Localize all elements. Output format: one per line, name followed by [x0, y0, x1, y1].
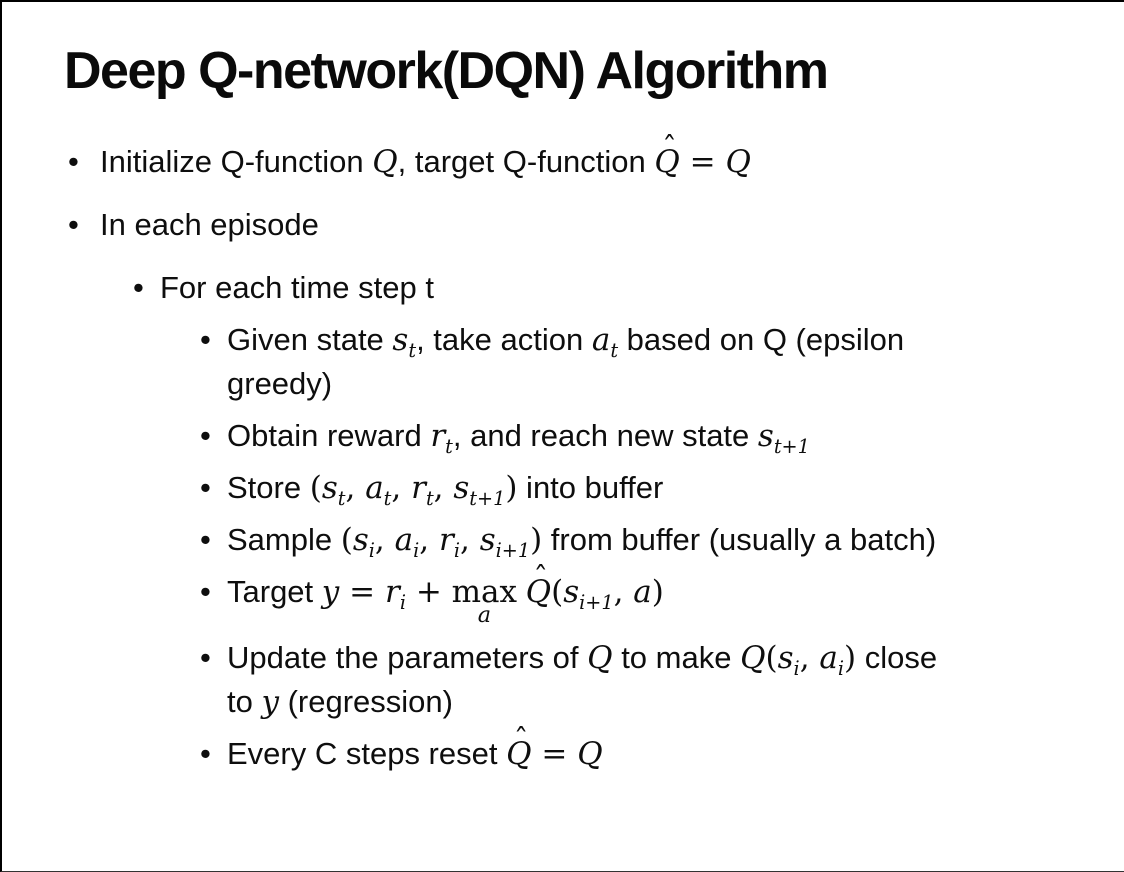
bullet-item: • Initialize Q-function Q, target Q-funct… [2, 131, 1088, 184]
bullet-item: • Store (st, at, rt, st+1) into buffer [2, 466, 1088, 510]
bullet-marker: • [68, 143, 79, 179]
bullet-item: • For each time step t [2, 266, 1088, 310]
bullet-text: Obtain reward rt, and reach new state st… [227, 417, 810, 458]
bullet-item: • Given state st, take action at based on… [2, 318, 1088, 406]
bullet-list: • Initialize Q-function Q, target Q-funct… [2, 131, 1124, 776]
bullet-text: In each episode [100, 206, 319, 242]
bullet-marker: • [200, 321, 211, 357]
bullet-marker: • [200, 469, 211, 505]
bullet-text: Update the parameters of Q to make Q(si,… [227, 639, 938, 720]
slide-title: Deep Q-network(DQN) Algorithm [64, 42, 829, 100]
bullet-item: • Update the parameters of Q to make Q(si… [2, 636, 1088, 724]
bullet-text: Given state st, take action at based on … [227, 321, 905, 401]
bullet-marker: • [200, 573, 211, 609]
bullet-marker: • [200, 417, 211, 453]
bullet-item: • In each episode [2, 203, 1088, 247]
bullet-marker: • [200, 735, 211, 771]
bullet-marker: • [200, 639, 211, 675]
bullet-item: • Sample (si, ai, ri, si+1) from buffer (… [2, 518, 1088, 562]
bullet-marker: • [68, 206, 79, 242]
bullet-text: Sample (si, ai, ri, si+1) from buffer (u… [227, 521, 937, 562]
bullet-text: Store (st, at, rt, st+1) into buffer [227, 469, 664, 510]
bullet-item: • Obtain reward rt, and reach new state s… [2, 414, 1088, 458]
bullet-marker: • [200, 521, 211, 557]
bullet-text: Initialize Q-function Q, target Q-functi… [100, 131, 1088, 184]
bullet-text: For each time step t [160, 269, 434, 305]
bullet-marker: • [133, 269, 144, 305]
